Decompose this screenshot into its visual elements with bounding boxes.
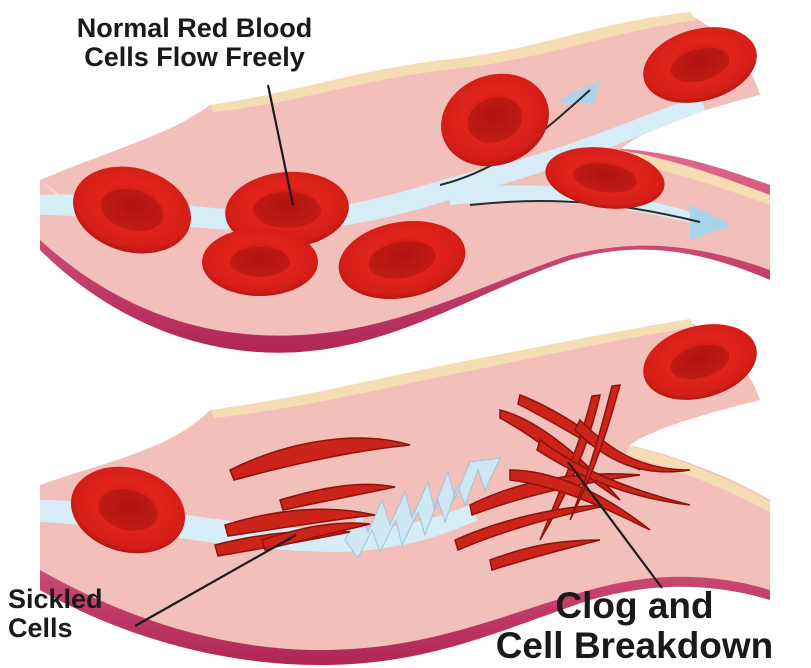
clog-label-line1: Clog and [462, 586, 807, 626]
sickled-label-line1: Sickled [8, 585, 103, 614]
clog-label-line2: Cell Breakdown [462, 626, 807, 666]
clog-label: Clog and Cell Breakdown [462, 586, 807, 666]
sickled-label-line2: Cells [8, 614, 103, 643]
red-blood-cell [202, 228, 318, 296]
sickled-cells-label: Sickled Cells [8, 585, 103, 643]
normal-label-line2: Cells Flow Freely [32, 43, 357, 72]
normal-cells-label: Normal Red Blood Cells Flow Freely [32, 14, 357, 72]
normal-label-line1: Normal Red Blood [32, 14, 357, 43]
